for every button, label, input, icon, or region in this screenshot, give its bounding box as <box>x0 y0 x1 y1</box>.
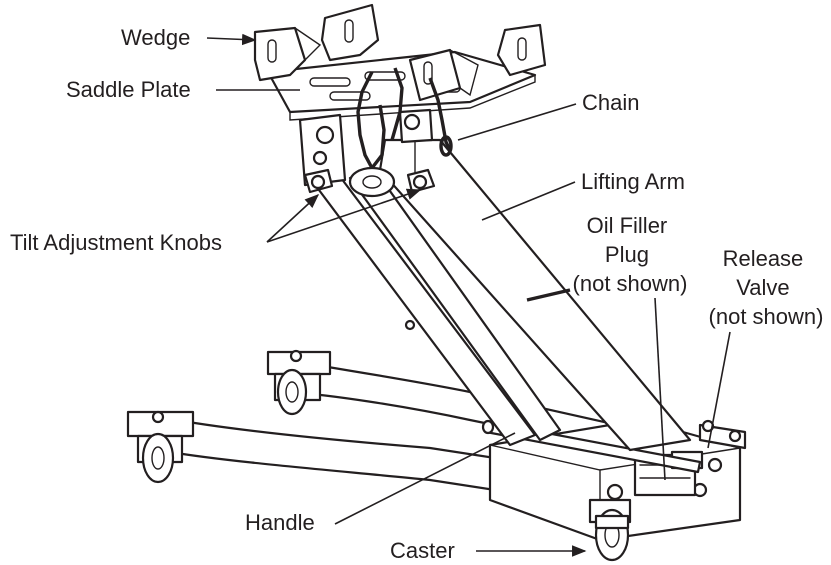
caster-front-left <box>126 410 195 484</box>
tilt-pivot <box>348 166 396 198</box>
caster-rear-left <box>266 349 332 416</box>
chain <box>356 67 453 172</box>
label-release-valve: Release Valve (not shown) <box>709 246 824 329</box>
label-lifting-arm: Lifting Arm <box>581 169 685 194</box>
label-chain: Chain <box>582 90 639 115</box>
tilt-knob-right <box>406 168 436 194</box>
wedge-front-right <box>408 48 479 102</box>
caster-front-right <box>588 498 632 562</box>
labels: Wedge Saddle Plate Chain Lifting Arm Til… <box>10 25 823 563</box>
tilt-knob-left <box>303 168 334 194</box>
label-caster: Caster <box>390 538 455 563</box>
wedge-front-left <box>253 26 322 82</box>
wedge-rear-left <box>320 3 380 62</box>
label-oil-filler-plug: Oil Filler Plug (not shown) <box>573 213 688 296</box>
label-handle: Handle <box>245 510 315 535</box>
label-wedge: Wedge <box>121 25 190 50</box>
leader-lines <box>206 33 731 557</box>
label-saddle-plate: Saddle Plate <box>66 77 191 102</box>
wedge-rear-right <box>496 23 547 77</box>
label-tilt-adjustment-knobs: Tilt Adjustment Knobs <box>10 230 222 255</box>
